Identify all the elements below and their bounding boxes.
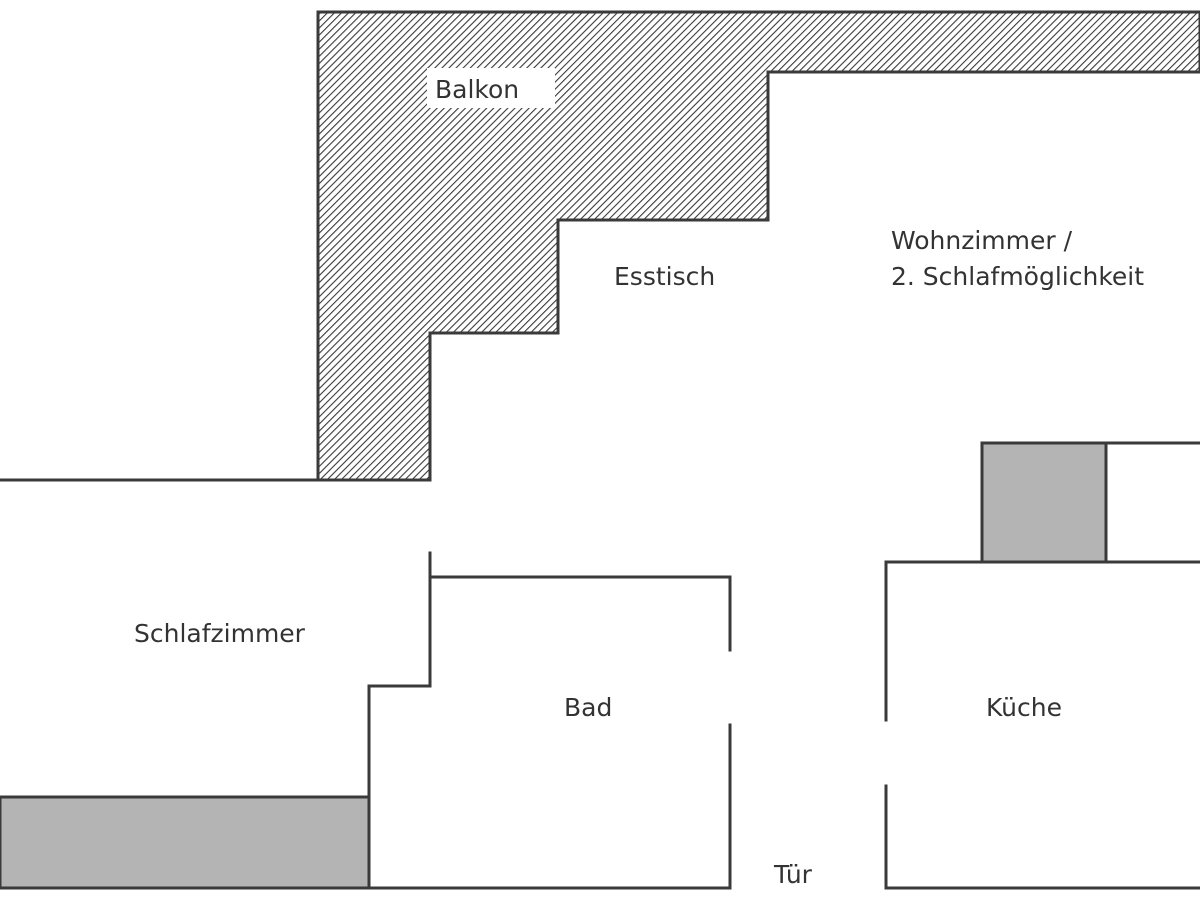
bad-label: Bad	[564, 693, 612, 722]
kitchen-cabinet-block	[980, 441, 1108, 564]
kitchen-top-wall	[884, 560, 1200, 722]
balkon-label-background	[427, 68, 555, 108]
wohnzimmer-label-line2: 2. Schlafmöglichkeit	[891, 262, 1144, 291]
esstisch-label: Esstisch	[614, 262, 715, 291]
wohnzimmer-label-line1: Wohnzimmer /	[891, 226, 1073, 255]
bedroom-right-wall	[367, 551, 432, 890]
bedroom-wardrobe-block	[0, 795, 371, 890]
kitchen-lower-left-wall	[884, 784, 1200, 890]
kueche-label: Küche	[986, 693, 1062, 722]
balkon-label: Balkon	[435, 75, 519, 104]
balkon-area	[316, 10, 1200, 482]
schlafzimmer-label: Schlafzimmer	[134, 619, 306, 648]
tuer-label: Tür	[773, 860, 813, 889]
bad-walls	[428, 575, 732, 652]
